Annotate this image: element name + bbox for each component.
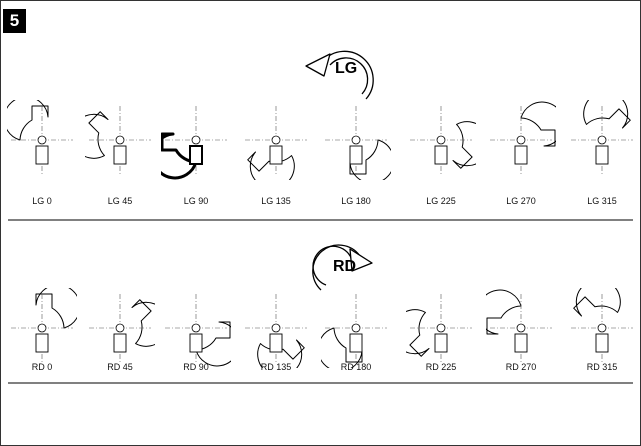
position-label: LG 315 xyxy=(587,196,617,206)
rd-rotation-arrow-icon xyxy=(312,244,373,291)
fan-housing-icon xyxy=(490,101,556,176)
fan-housing-icon xyxy=(245,106,307,180)
fan-housing-icon xyxy=(325,106,391,180)
position-label: LG 135 xyxy=(261,196,291,206)
position-label: RD 180 xyxy=(340,362,372,372)
fan-housing-icon xyxy=(406,294,472,364)
lg-direction-label: LG xyxy=(335,60,358,77)
position-label: RD 225 xyxy=(425,362,457,372)
fan-housing-icon xyxy=(245,294,307,368)
position-label: LG 45 xyxy=(107,196,133,206)
position-label: LG 0 xyxy=(32,196,52,206)
fan-housing-icon xyxy=(7,100,73,176)
fan-housing-icon xyxy=(85,106,151,176)
fan-housing-icon xyxy=(89,294,155,364)
position-label: RD 135 xyxy=(260,362,292,372)
fan-housing-icon xyxy=(11,288,77,364)
fan-housing-icon xyxy=(161,106,227,180)
position-label: LG 180 xyxy=(341,196,371,206)
fan-housing-icon xyxy=(165,294,231,367)
position-label: RD 315 xyxy=(586,362,618,372)
position-label: RD 0 xyxy=(31,362,53,372)
position-label: LG 90 xyxy=(183,196,209,206)
fan-housing-icon xyxy=(410,106,476,176)
fan-housing-icon xyxy=(486,289,552,364)
lg-rotation-arrow-icon xyxy=(305,43,380,105)
figure-number-badge: 5 xyxy=(3,9,26,33)
position-label: RD 270 xyxy=(505,362,537,372)
position-label: RD 90 xyxy=(183,362,209,372)
fan-housing-icon xyxy=(571,100,633,176)
fan-housing-icon xyxy=(321,294,387,368)
position-label: RD 45 xyxy=(107,362,133,372)
fan-housing-icon xyxy=(571,288,633,364)
rd-direction-label: RD xyxy=(333,258,357,275)
position-label: LG 225 xyxy=(426,196,456,206)
position-label: LG 270 xyxy=(506,196,536,206)
